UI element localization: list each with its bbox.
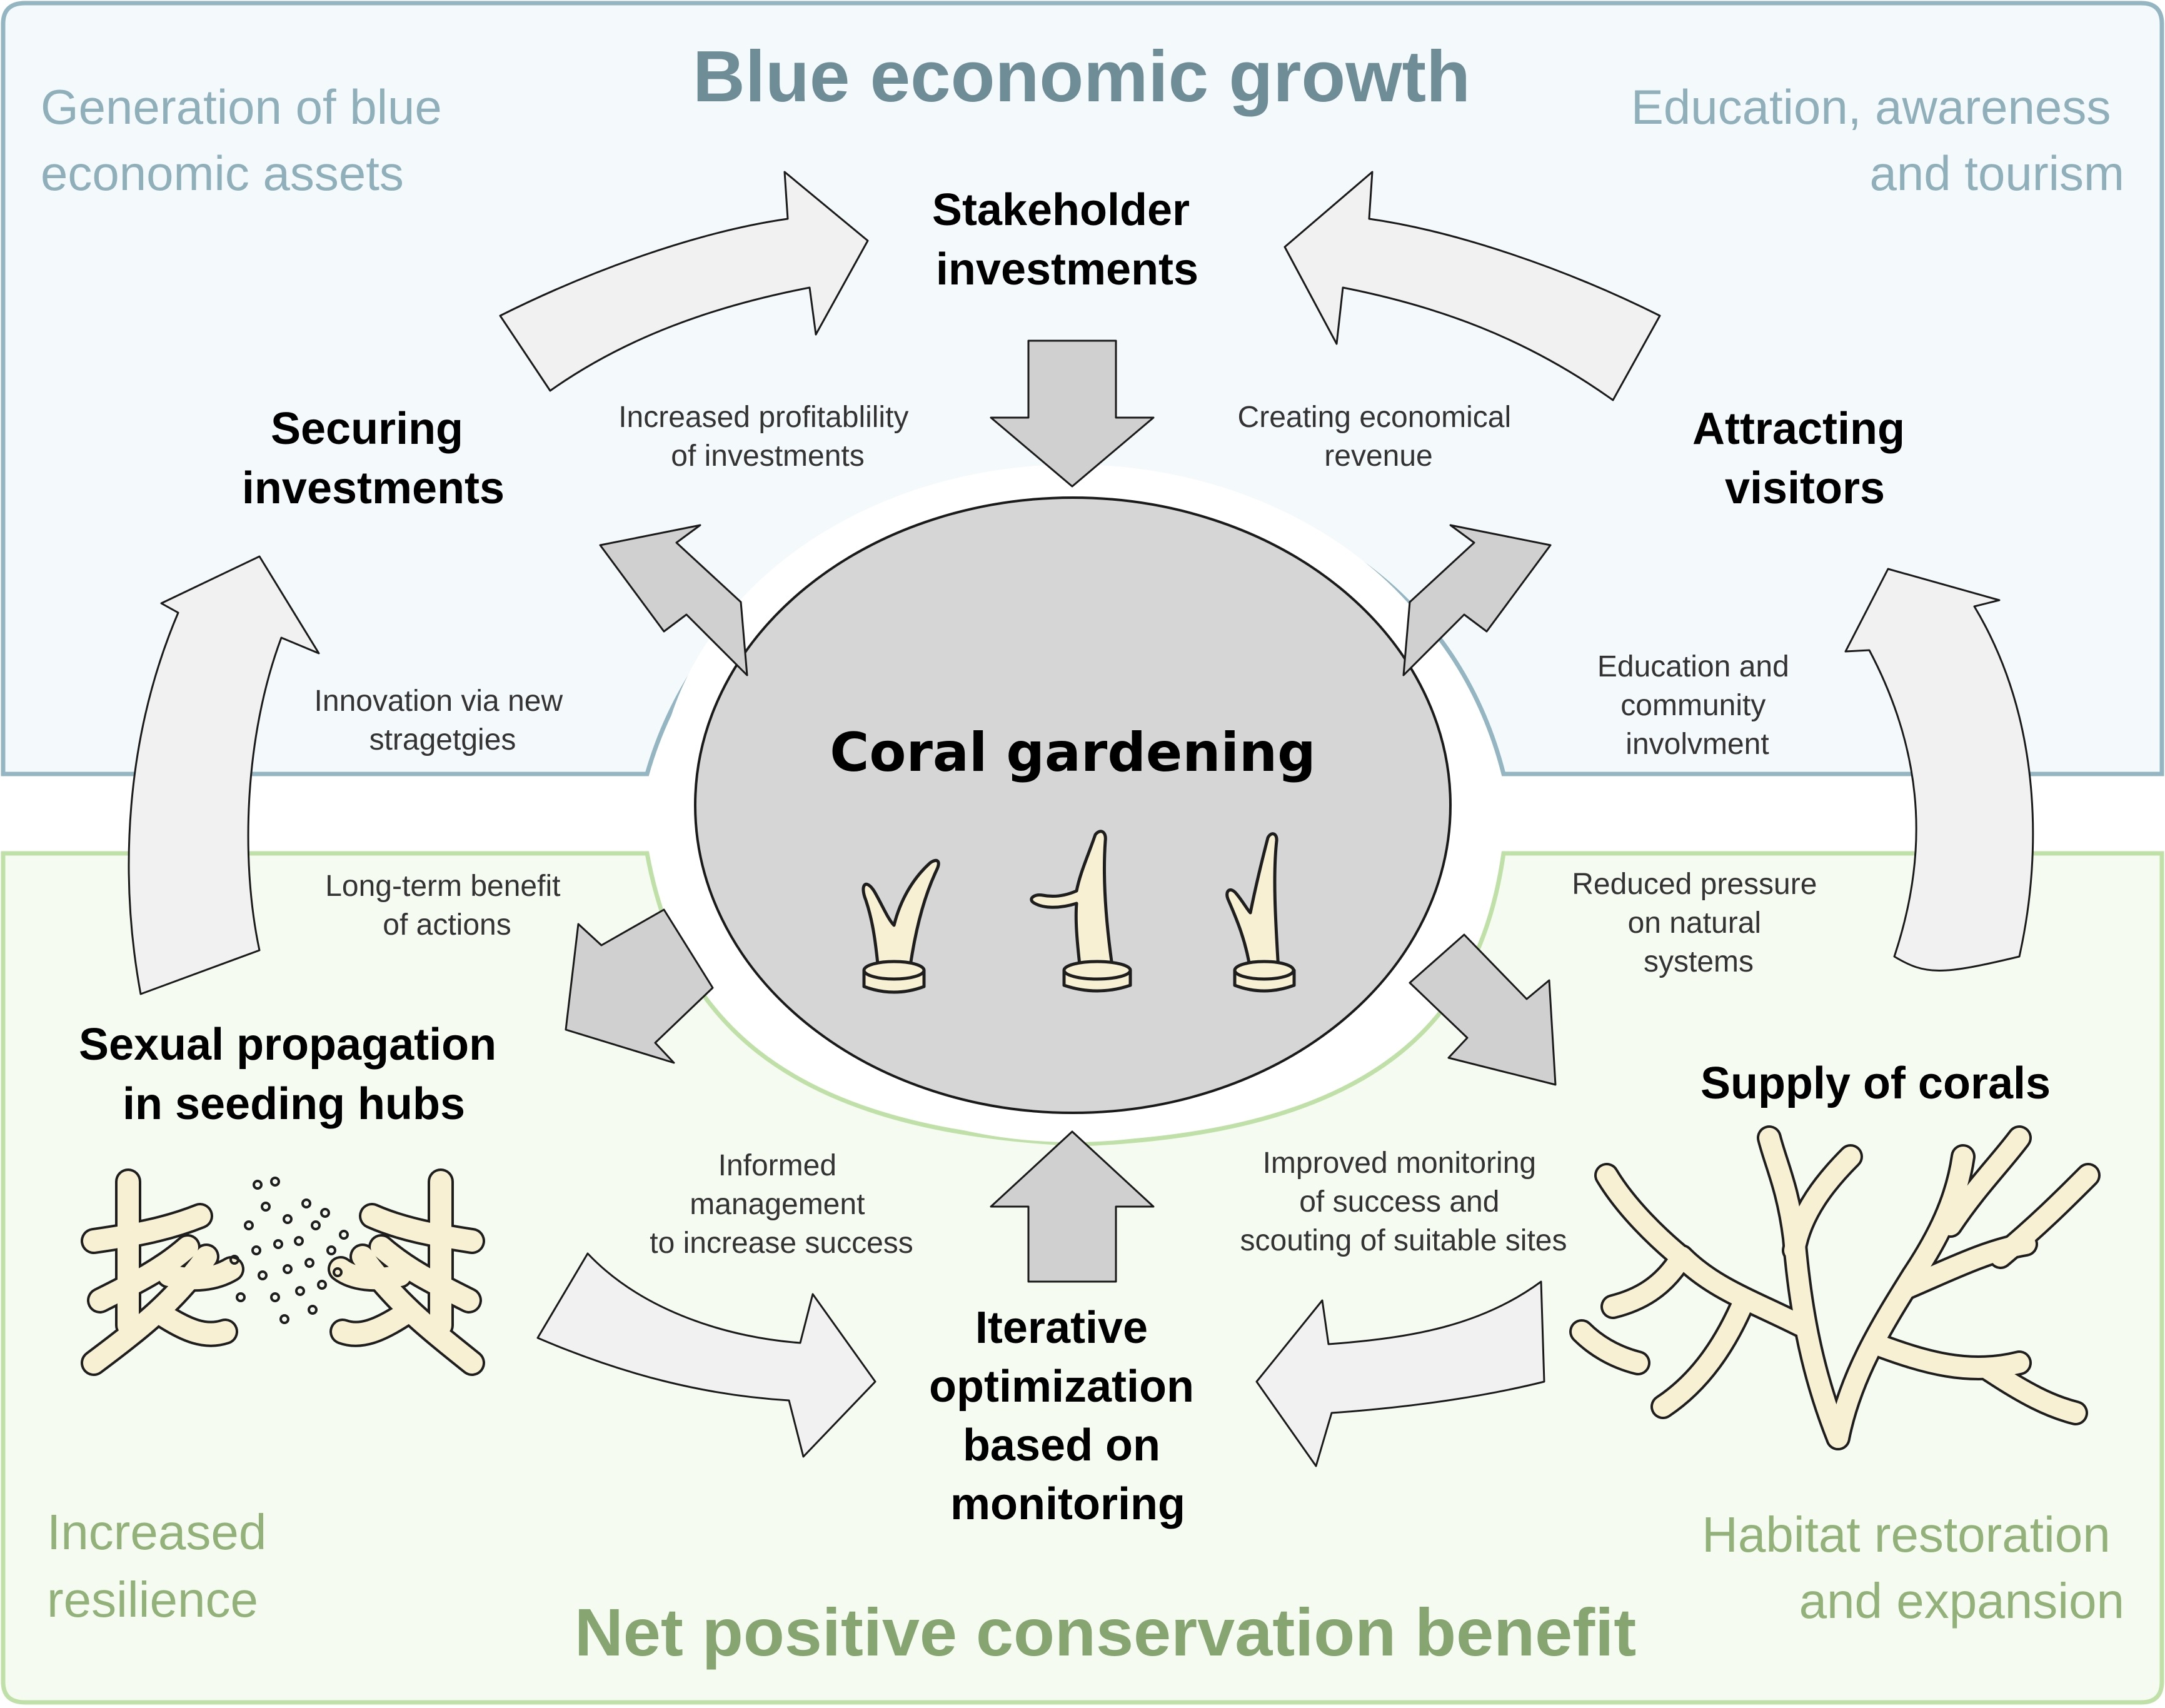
arrow-sexual-to-iterative (536, 1252, 877, 1458)
spawn-bundles (229, 1177, 349, 1324)
node-iterative-optimization: Iterative optimization based on monitori… (929, 1303, 1207, 1529)
arrow-securing-to-stakeholder (499, 171, 869, 392)
center-title: Coral gardening (830, 721, 1315, 784)
label-improved-monitoring: Improved monitoring of success and scout… (1240, 1147, 1567, 1257)
green-panel-title: Net positive conservation benefit (575, 1594, 1636, 1670)
arrow-hub-to-securing (599, 524, 748, 676)
arrow-hub-to-sexual (565, 908, 714, 1064)
spawning-coral-right (328, 1168, 485, 1376)
blue-left-corner-text: Generation of blue economic assets (41, 79, 455, 201)
branching-coral-icon (1569, 1125, 2101, 1450)
spawning-coral-left (81, 1168, 244, 1376)
node-stakeholder-investments: Stakeholder investments (932, 185, 1202, 294)
green-right-corner-text: Habitat restoration and expansion (1702, 1507, 2124, 1629)
green-left-corner-text: Increased resilience (47, 1504, 281, 1627)
arrow-supply-to-iterative (1255, 1280, 1545, 1467)
label-reduced-pressure: Reduced pressure on natural systems (1572, 868, 1826, 978)
arrow-hub-to-attracting (1402, 524, 1552, 676)
arrow-iterative-to-hub (990, 1130, 1155, 1283)
arrow-hub-to-supply (1409, 933, 1557, 1086)
coral-fragment-2 (1030, 830, 1132, 993)
blue-right-corner-text: Education, awareness and tourism (1631, 79, 2124, 201)
arrow-supply-to-attracting (1844, 568, 2034, 972)
arrow-sexual-to-securing (128, 555, 320, 995)
node-supply-of-corals: Supply of corals (1700, 1058, 2051, 1108)
node-attracting-visitors: Attracting visitors (1692, 404, 1917, 513)
coral-fragment-1 (861, 859, 940, 994)
label-increased-profitability: Increased profitablility of investments (618, 401, 917, 473)
coral-gardening-hub (694, 496, 1452, 1114)
label-education-community: Education and community involvment (1597, 650, 1797, 761)
blue-panel-title: Blue economic growth (693, 36, 1470, 117)
node-sexual-propagation: Sexual propagation in seeding hubs (79, 1020, 509, 1129)
coral-fragments-icon (861, 830, 1296, 994)
arrow-attracting-to-stakeholder (1283, 171, 1661, 401)
label-long-term-benefit: Long-term benefit of actions (325, 870, 569, 942)
node-securing-investments: Securing investments (242, 404, 505, 513)
coral-spawning-icon (81, 1168, 485, 1376)
label-creating-revenue: Creating economical revenue (1238, 401, 1520, 473)
coral-fragment-3 (1225, 832, 1296, 993)
label-innovation: Innovation via new stragetgies (314, 685, 571, 756)
arrow-investments-to-hub (990, 339, 1155, 488)
label-informed-management: Informed management to increase success (650, 1149, 913, 1260)
